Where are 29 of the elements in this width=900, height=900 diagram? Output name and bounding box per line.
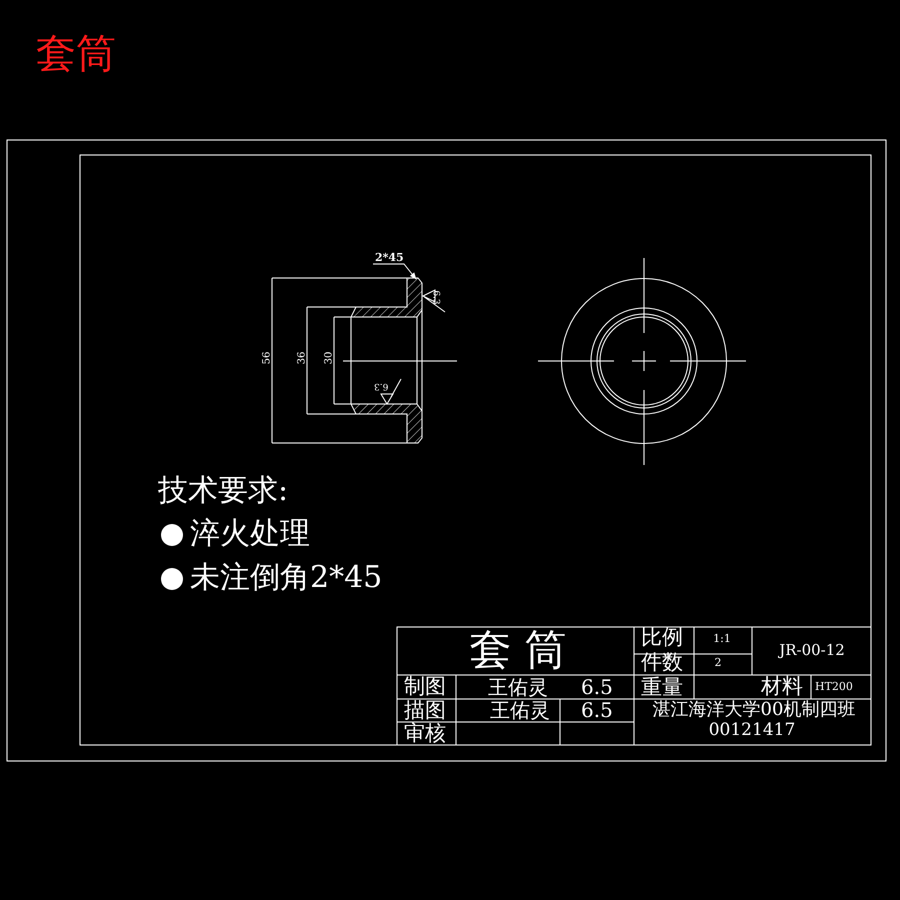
part-name: 套 筒 [469,629,567,671]
field-label: 审核 [404,723,446,744]
field-value: HT200 [815,681,853,692]
leader-line [372,264,416,280]
field-label: 件数 [641,652,683,673]
field-value: 6.5 [581,700,613,720]
dimension-text: 36 [297,352,308,364]
field-label: 描图 [404,700,446,721]
chamfer-note: 2*45 [375,252,404,263]
roughness-value: 6.3 [374,381,388,390]
requirement-text: 未注倒角2*45 [190,563,382,593]
school-name: 湛江海洋大学00机制四班 [652,701,856,719]
field-label: 重量 [641,677,683,698]
drawing-title: 套筒 [36,34,116,74]
field-label: 制图 [404,676,446,697]
requirements-heading: 技术要求: [158,476,288,506]
field-label: 材料 [761,676,803,697]
drawing-number: JR-00-12 [779,643,845,658]
field-value: 2 [714,657,722,668]
field-value: 6.5 [581,677,613,697]
dimension-text: 30 [324,352,334,364]
field-value: 王佑灵 [490,700,550,720]
sleeve-section-drawing [342,278,458,444]
field-label: 比例 [641,627,683,648]
field-value: 1:1 [713,633,731,644]
dimension-text: 56 [262,352,272,364]
student-number: 00121417 [708,722,796,739]
requirement-text: 淬火处理 [190,519,310,549]
field-value: 王佑灵 [488,677,548,697]
